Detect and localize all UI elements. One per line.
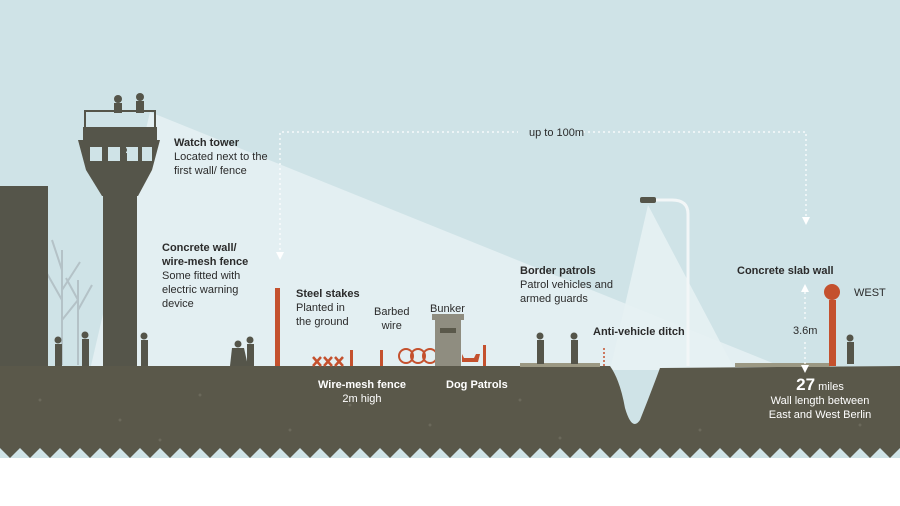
label-bunker: Bunker [430, 303, 465, 315]
label-west: WEST [854, 287, 886, 299]
label-concrete-slab-wall-title: Concrete slab wall [737, 265, 834, 277]
label-steel-stakes-desc1: Planted in [296, 302, 345, 314]
patrol-dog [462, 354, 480, 362]
lamp-light-cone [610, 205, 735, 370]
wall-length-unit: miles [818, 381, 844, 393]
label-barbed-wire: Barbed wire [374, 305, 409, 333]
label-height: 3.6m [793, 325, 818, 337]
wall-length-desc1: Wall length between [770, 395, 870, 407]
label-border-patrols-title: Border patrols [520, 265, 596, 277]
label-concrete-wall-desc3: device [162, 298, 194, 310]
person-west [846, 334, 854, 364]
label-anti-vehicle-ditch-title: Anti-vehicle ditch [593, 326, 685, 338]
label-steel-stakes-title: Steel stakes [296, 288, 360, 300]
label-concrete-wall-desc1: Some fitted with [162, 270, 241, 282]
label-watch-tower-title: Watch tower [174, 137, 239, 149]
height-arrow-down [801, 365, 809, 373]
wall-length-number: 27 [796, 375, 816, 394]
label-concrete-slab-wall: Concrete slab wall [737, 264, 834, 278]
width-arrow-left [276, 252, 284, 260]
label-border-patrols-desc2: armed guards [520, 293, 588, 305]
ground-texture [38, 393, 862, 442]
label-dog-patrols: Dog Patrols [446, 378, 508, 392]
label-wire-mesh-fence-desc: 2m high [342, 393, 382, 405]
label-concrete-wall-title2: wire-mesh fence [162, 256, 249, 268]
label-wire-mesh-fence-title: Wire-mesh fence [318, 379, 406, 391]
border-guards [536, 332, 578, 364]
searchlight-beam [90, 112, 790, 370]
wall-top-pipe [824, 284, 840, 300]
label-barbed-wire-line2: wire [381, 320, 402, 332]
concrete-inner-wall [0, 186, 48, 366]
label-concrete-wall-desc2: electric warning [162, 284, 239, 296]
label-dog-patrols-title: Dog Patrols [446, 379, 508, 391]
label-wire-mesh-fence: Wire-mesh fence 2m high [318, 378, 406, 406]
label-anti-vehicle-ditch: Anti-vehicle ditch [593, 325, 685, 339]
street-lamp [640, 197, 690, 366]
bare-trees [44, 239, 93, 365]
label-steel-stakes-desc2: the ground [296, 316, 349, 328]
label-barbed-wire-line1: Barbed [374, 306, 410, 318]
people-left [54, 331, 254, 366]
label-watch-tower: Watch tower Located next to the first wa… [174, 136, 268, 178]
label-border-patrols-desc1: Patrol vehicles and [520, 279, 613, 291]
tower-windows [90, 147, 152, 161]
patrol-road [520, 363, 600, 367]
steel-stakes [275, 288, 836, 366]
bunker [432, 314, 464, 366]
label-concrete-wall: Concrete wall/ wire-mesh fence Some fitt… [162, 241, 248, 311]
wall-strip [735, 363, 830, 367]
height-arrow-up [801, 284, 809, 292]
label-steel-stakes: Steel stakes Planted in the ground [296, 287, 360, 329]
width-arrow-right [802, 217, 810, 225]
label-watch-tower-desc2: first wall/ fence [174, 165, 247, 177]
ground-jagged-edge [0, 448, 900, 458]
wall-length-desc2: East and West Berlin [768, 409, 872, 421]
width-indicator [279, 131, 807, 255]
label-border-patrols: Border patrols Patrol vehicles and armed… [520, 264, 613, 306]
label-concrete-wall-title1: Concrete wall/ [162, 242, 237, 254]
tower-guards [114, 93, 144, 161]
tank-traps [312, 356, 344, 367]
label-width: up to 100m [529, 127, 585, 139]
label-watch-tower-desc1: Located next to the [174, 151, 268, 163]
ground [0, 366, 900, 448]
label-wall-length: 27 miles Wall length between East and We… [765, 375, 875, 422]
